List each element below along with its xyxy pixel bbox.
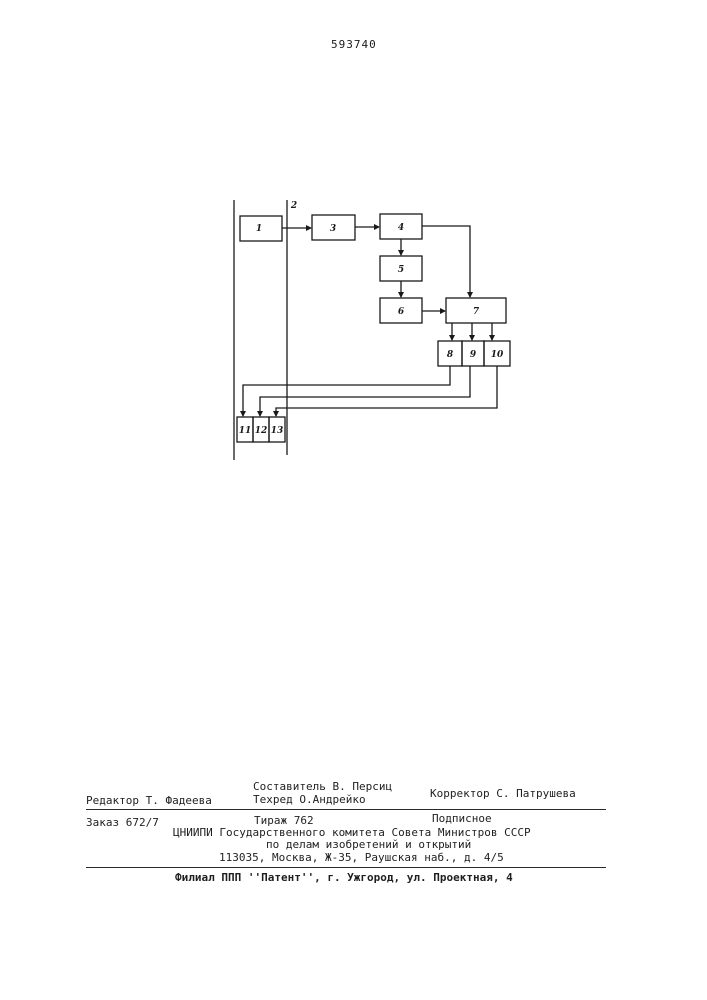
label-block-12: 12 xyxy=(255,426,268,436)
link-4-7 xyxy=(422,226,470,297)
techred-line: Техред О.Андрейко xyxy=(253,793,366,806)
label-block-9: 9 xyxy=(470,350,477,360)
label-block-5: 5 xyxy=(398,265,404,275)
address-line: 113035, Москва, Ж-35, Раушская наб., д. … xyxy=(219,851,504,864)
label-block-7: 7 xyxy=(473,307,480,317)
imprint-divider-bottom xyxy=(86,867,606,868)
label-block-4: 4 xyxy=(398,223,404,233)
branch-line: Филиал ППП ''Патент'', г. Ужгород, ул. П… xyxy=(175,871,513,884)
label-block-6: 6 xyxy=(398,307,405,317)
label-block-1: 1 xyxy=(256,224,262,234)
label-block-3: 3 xyxy=(330,224,336,234)
label-block-8: 8 xyxy=(447,350,454,360)
label-block-11: 11 xyxy=(239,426,252,436)
editor-line: Редактор Т. Фадеева xyxy=(86,794,212,807)
subscription-line: Подписное xyxy=(432,812,492,825)
label-block-10: 10 xyxy=(491,350,504,360)
corrector-line: Корректор С. Патрушева xyxy=(430,787,576,800)
label-line-2: 2 xyxy=(290,201,297,211)
label-block-13: 13 xyxy=(271,426,284,436)
affairs-line: по делам изобретений и открытий xyxy=(266,838,471,851)
link-10-13 xyxy=(276,366,497,416)
compiler-line: Составитель В. Персиц xyxy=(253,780,392,793)
order-line: Заказ 672/7 xyxy=(86,816,159,829)
imprint-divider-top xyxy=(86,809,606,810)
